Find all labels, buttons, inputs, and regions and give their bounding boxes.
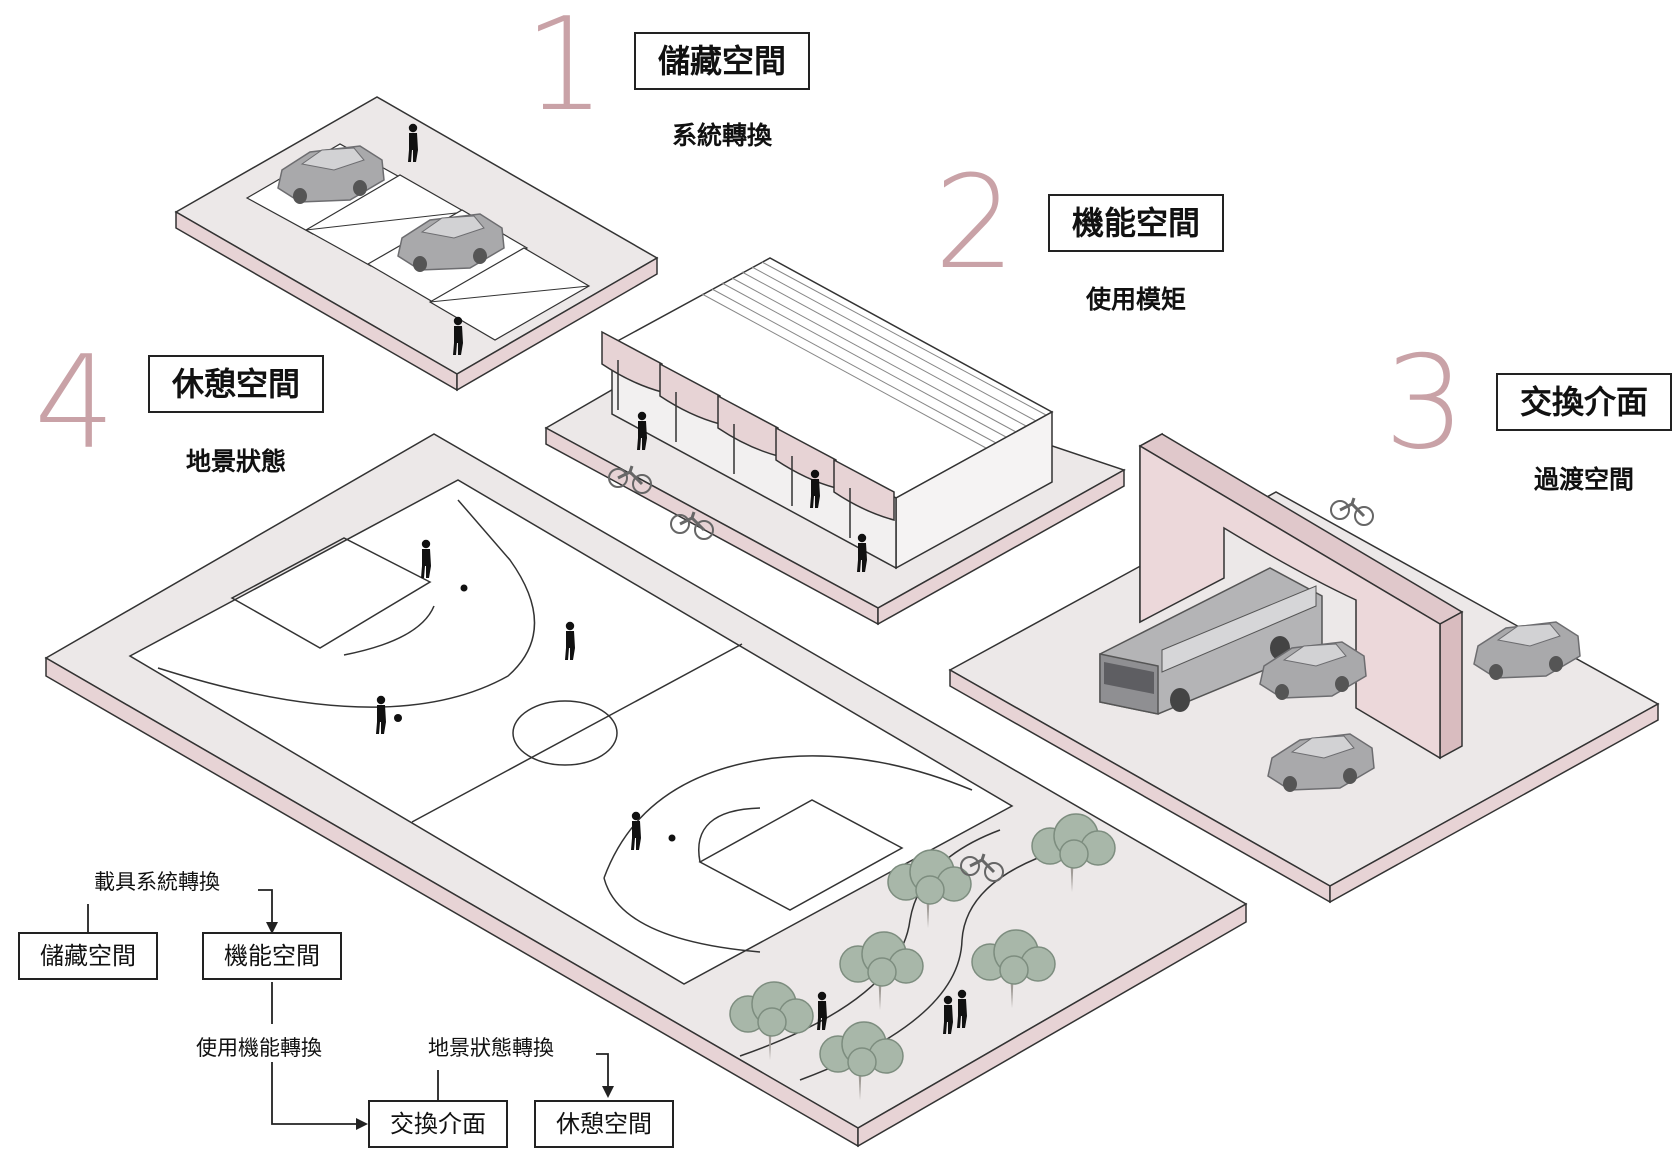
zone-3-number: 3 — [1384, 329, 1466, 478]
zone-2-number: 2 — [934, 149, 1016, 298]
flow-label-landscape: 地景狀態轉換 — [428, 1036, 554, 1060]
zone-3-title: 交換介面 — [1496, 373, 1672, 431]
zone-2-title: 機能空間 — [1048, 194, 1224, 252]
bus-icon — [1099, 567, 1323, 715]
person-icon — [810, 469, 820, 508]
person-icon — [857, 533, 867, 572]
zone-3-subtitle: 過渡空間 — [1533, 465, 1634, 494]
court-platform — [44, 433, 1248, 1148]
function-platform — [544, 257, 1126, 626]
flow-box-exchange: 交換介面 — [368, 1100, 508, 1148]
person-icon — [943, 995, 953, 1034]
person-icon — [957, 989, 967, 1028]
zone-2-subtitle: 使用模矩 — [1085, 285, 1186, 314]
flow-label-use: 使用機能轉換 — [196, 1036, 322, 1060]
person-icon — [376, 695, 386, 734]
person-icon — [817, 991, 827, 1030]
flowchart-lines — [87, 889, 614, 1130]
zone-4-subtitle: 地景狀態 — [185, 447, 286, 476]
person-icon — [637, 411, 647, 450]
person-icon — [565, 621, 575, 660]
exchange-platform — [948, 432, 1660, 904]
flow-box-rest: 休憩空間 — [534, 1100, 674, 1148]
person-icon — [631, 811, 641, 850]
parking-platform — [174, 96, 659, 392]
zone-1-subtitle: 系統轉換 — [671, 121, 772, 150]
flow-box-storage: 儲藏空間 — [18, 932, 158, 980]
flow-label-vehicle: 載具系統轉換 — [94, 870, 220, 894]
zone-4-number: 4 — [34, 329, 116, 478]
zone-4-title: 休憩空間 — [148, 355, 324, 413]
zone-1-number: 1 — [524, 0, 606, 140]
flow-box-function: 機能空間 — [202, 932, 342, 980]
zone-1-title: 儲藏空間 — [634, 32, 810, 90]
person-icon — [453, 316, 463, 355]
person-icon — [421, 539, 431, 578]
motorbike-icon — [1329, 496, 1375, 527]
person-icon — [408, 123, 418, 162]
